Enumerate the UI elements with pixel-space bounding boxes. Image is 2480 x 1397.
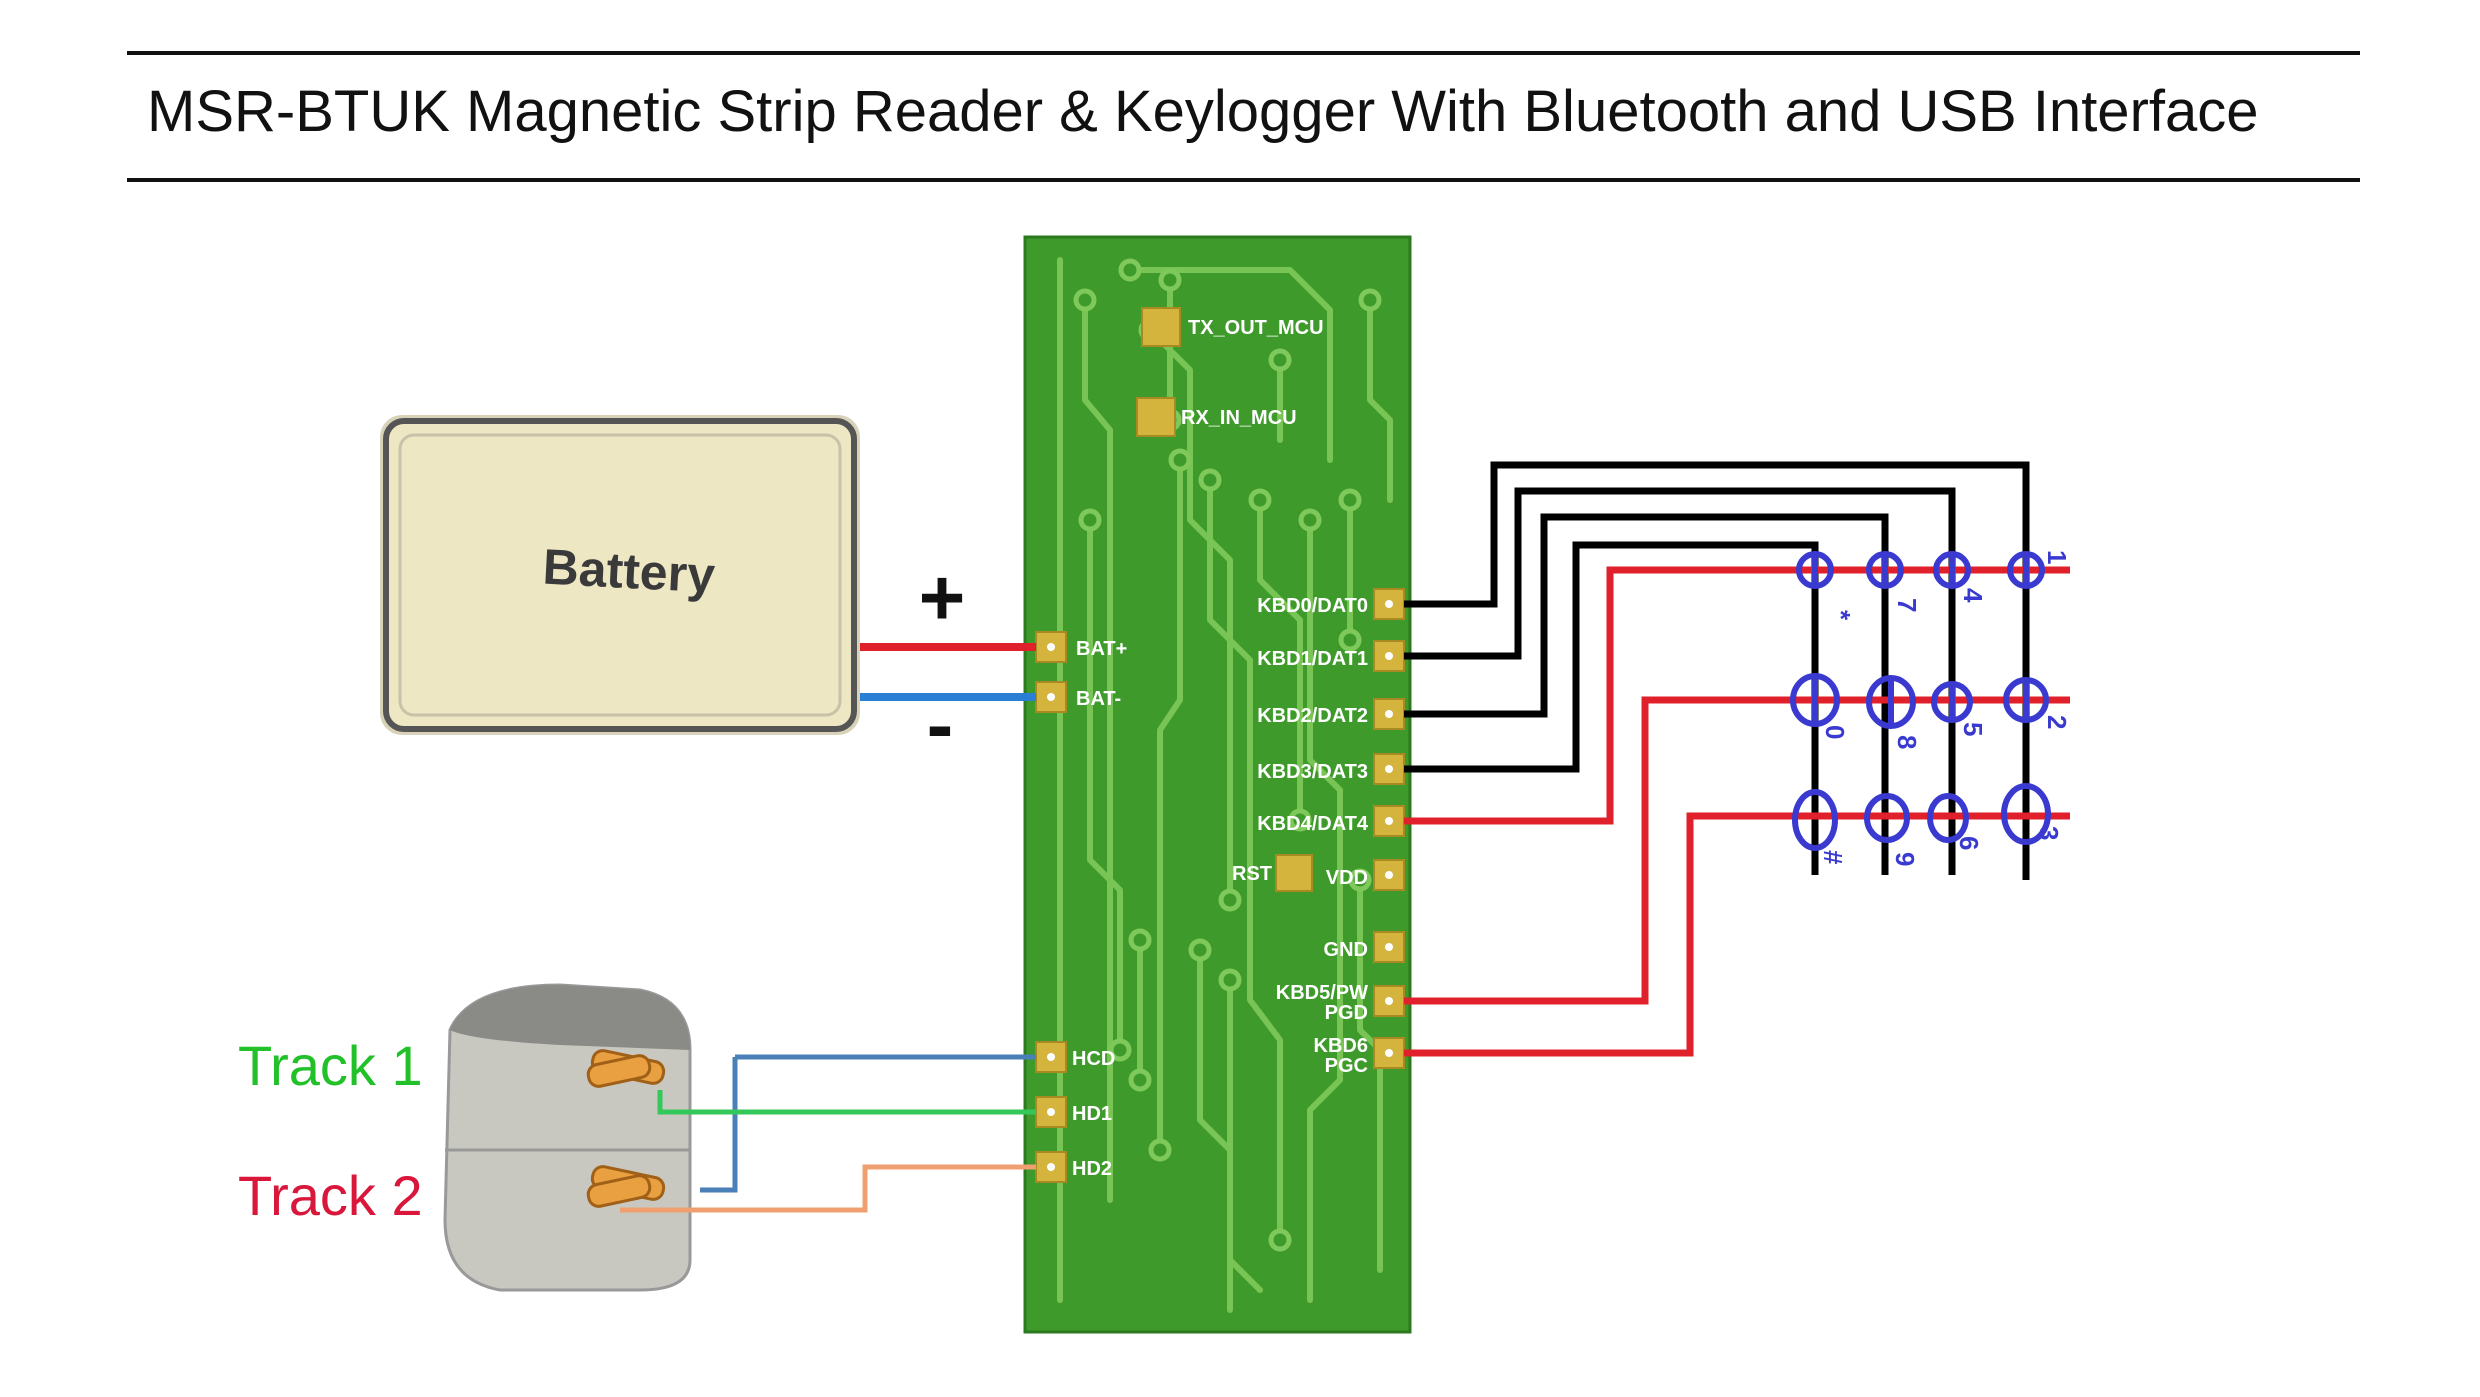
battery: Battery (380, 415, 860, 735)
key-8: 8 (1892, 735, 1922, 749)
key-4: 4 (1958, 588, 1988, 603)
label-kbd4: KBD4/DAT4 (1257, 813, 1369, 835)
label-bat-plus: BAT+ (1076, 638, 1127, 660)
key-hash: # (1818, 850, 1848, 865)
head-wire-hd2 (620, 1164, 1036, 1213)
magnetic-read-head (443, 983, 692, 1292)
key-9: 9 (1890, 852, 1920, 866)
battery-label: Battery (541, 539, 716, 604)
wire-kbd3 (1404, 541, 1819, 875)
label-kbd2: KBD2/DAT2 (1257, 705, 1368, 727)
pad-rst (1275, 854, 1313, 892)
wire-kbd2 (1404, 513, 1889, 875)
keypad-matrix (1790, 551, 2051, 851)
label-tx-out-mcu: TX_OUT_MCU (1188, 317, 1324, 339)
battery-plus-sign: + (919, 553, 966, 642)
key-2: 2 (2042, 715, 2072, 729)
key-1: 1 (2042, 550, 2072, 564)
label-vdd: VDD (1326, 867, 1368, 889)
key-3: 3 (2034, 826, 2064, 840)
wire-kbd6 (1404, 812, 2070, 1057)
label-rx-in-mcu: RX_IN_MCU (1181, 407, 1297, 429)
pad-gnd (1373, 931, 1405, 963)
key-5: 5 (1958, 722, 1988, 736)
key-star: * (1826, 610, 1856, 621)
key-7: 7 (1892, 598, 1922, 612)
track1-label: Track 1 (238, 1034, 423, 1097)
head-wire-hd1 (657, 1090, 1036, 1115)
wire-kbd0 (1404, 461, 2030, 880)
pad-rx-in-mcu (1136, 397, 1176, 437)
label-gnd: GND (1324, 939, 1368, 961)
label-hcd: HCD (1072, 1048, 1115, 1070)
pcb-board (1023, 235, 1412, 1334)
wire-kbd5 (1404, 696, 2070, 1005)
label-kbd0: KBD0/DAT0 (1257, 595, 1368, 617)
label-rst: RST (1232, 863, 1272, 885)
pad-kbd5 (1373, 985, 1405, 1017)
label-hd1: HD1 (1072, 1103, 1112, 1125)
label-kbd6-line2: PGC (1325, 1055, 1368, 1077)
wire-kbd4 (1404, 566, 2070, 825)
label-kbd5-line2: PGD (1325, 1002, 1368, 1024)
label-kbd6-line1: KBD6 (1314, 1035, 1368, 1057)
label-hd2: HD2 (1072, 1158, 1112, 1180)
label-kbd3: KBD3/DAT3 (1257, 761, 1368, 783)
page-title: MSR-BTUK Magnetic Strip Reader & Keylogg… (147, 79, 2259, 144)
key-0: 0 (1820, 725, 1850, 739)
pad-tx-out-mcu (1141, 307, 1181, 347)
label-kbd1: KBD1/DAT1 (1257, 648, 1368, 670)
label-bat-minus: BAT- (1076, 688, 1121, 710)
track2-label: Track 2 (238, 1164, 423, 1227)
label-kbd5-line1: KBD5/PW (1276, 982, 1368, 1004)
head-wire-common (700, 1057, 738, 1193)
wire-kbd1 (1404, 487, 1956, 875)
key-6: 6 (1954, 836, 1984, 850)
